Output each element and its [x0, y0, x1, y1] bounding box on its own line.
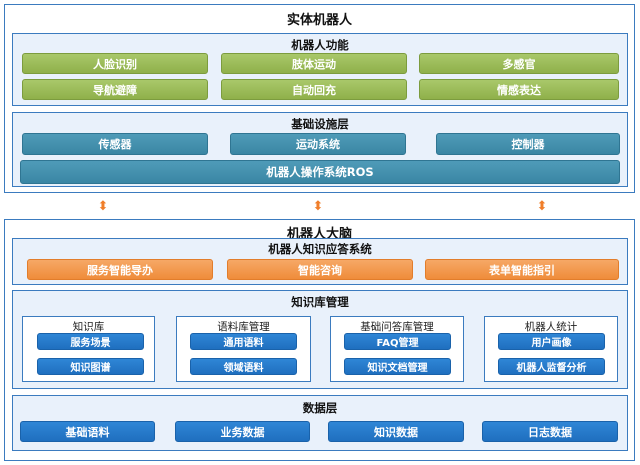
robot-functions-title: 机器人功能 — [291, 38, 349, 52]
knowledge-base-title: 知识库管理 — [291, 295, 349, 309]
kb-document-management: 知识文档管理 — [344, 358, 451, 375]
function-multi-sense: 多感官 — [419, 53, 619, 74]
function-body-motion: 肢体运动 — [221, 53, 407, 74]
infra-ros: 机器人操作系统ROS — [20, 160, 620, 184]
qa-system-title: 机器人知识应答系统 — [268, 242, 372, 256]
infrastructure-title: 基础设施层 — [291, 117, 349, 131]
kb-group-qa-base-title: 基础问答库管理 — [360, 321, 434, 333]
data-basic-corpus: 基础语料 — [20, 421, 155, 442]
infra-motion-system: 运动系统 — [230, 133, 406, 155]
qa-service-guide: 服务智能导办 — [27, 259, 213, 280]
function-auto-recharge: 自动回充 — [221, 79, 407, 100]
data-knowledge: 知识数据 — [328, 421, 464, 442]
kb-service-scene: 服务场景 — [37, 333, 144, 350]
kb-robot-monitoring: 机器人监督分析 — [498, 358, 605, 375]
qa-form-guide: 表单智能指引 — [425, 259, 619, 280]
double-arrow-vertical-icon: ⬍ — [312, 199, 324, 214]
kb-domain-corpus: 领域语料 — [190, 358, 297, 375]
kb-general-corpus: 通用语料 — [190, 333, 297, 350]
double-arrow-vertical-icon: ⬍ — [536, 199, 548, 214]
kb-group-corpus-title: 语料库管理 — [217, 321, 270, 333]
function-face-recognition: 人脸识别 — [22, 53, 208, 74]
kb-knowledge-graph: 知识图谱 — [37, 358, 144, 375]
function-emotion: 情感表达 — [419, 79, 619, 100]
function-navigation: 导航避障 — [22, 79, 208, 100]
data-logs: 日志数据 — [482, 421, 618, 442]
kb-user-profile: 用户画像 — [498, 333, 605, 350]
data-business: 业务数据 — [175, 421, 310, 442]
kb-group-statistics-title: 机器人统计 — [524, 321, 578, 333]
qa-smart-consult: 智能咨询 — [227, 259, 413, 280]
data-layer-title: 数据层 — [302, 401, 338, 415]
infra-controller: 控制器 — [436, 133, 620, 155]
physical-robot-title: 实体机器人 — [286, 13, 352, 28]
double-arrow-vertical-icon: ⬍ — [97, 199, 109, 214]
kb-group-knowledge-title: 知识库 — [72, 321, 105, 333]
infra-sensor: 传感器 — [22, 133, 208, 155]
kb-faq-management: FAQ管理 — [344, 333, 451, 350]
